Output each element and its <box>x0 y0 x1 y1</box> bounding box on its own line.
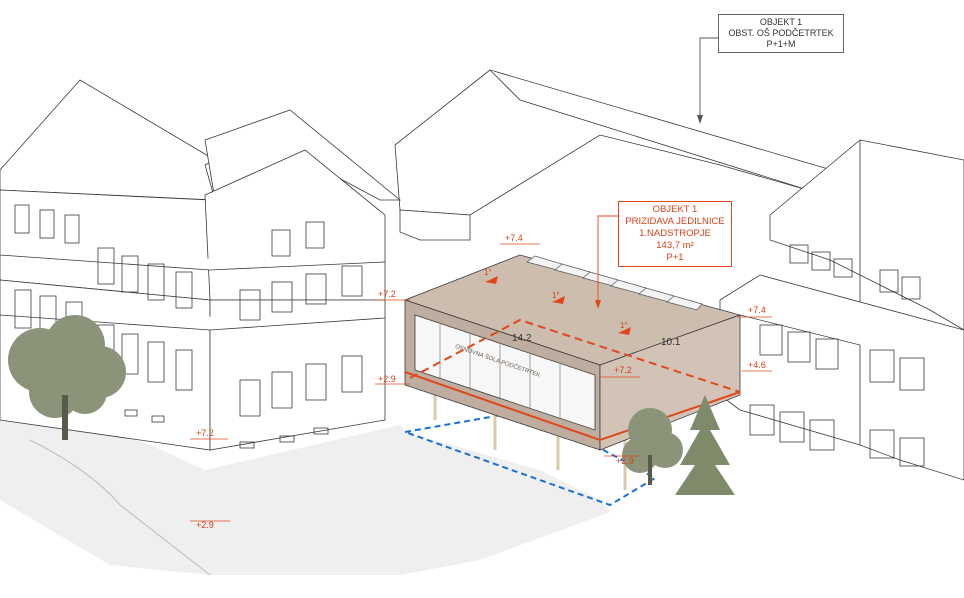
callout-existing-line3: P+1+M <box>766 39 796 49</box>
tree-left <box>8 315 126 440</box>
existing-right-wing <box>719 139 964 481</box>
elevation-label: +7.4 <box>505 233 523 243</box>
tree-right-conifer <box>675 395 735 495</box>
elevation-label: +2.9 <box>196 520 214 530</box>
elevation-label: +4.6 <box>748 360 766 370</box>
callout-leaders <box>595 37 718 309</box>
callout-new-line1: OBJEKT 1 <box>652 204 698 215</box>
roof-slope-label: 1° <box>620 321 628 330</box>
roof-slope-label: 1° <box>552 291 560 300</box>
callout-new-area: 143,7 m² <box>656 240 694 251</box>
callout-existing-line1: OBJEKT 1 <box>759 17 803 27</box>
callout-new-line3: 1.NADSTROPJE <box>639 228 711 239</box>
dimension-depth: 10.1 <box>661 337 681 348</box>
elevation-label: +2.9 <box>378 374 396 384</box>
callout-new-line2: PRIZIDAVA JEDILNICE <box>625 216 725 227</box>
elevation-label: +7.2 <box>378 289 396 299</box>
elevation-label: +7.2 <box>196 428 214 438</box>
callout-new-extension: OBJEKT 1 PRIZIDAVA JEDILNICE 1.NADSTROPJ… <box>618 201 732 267</box>
ground-plane <box>0 392 610 576</box>
existing-school-back <box>394 69 902 241</box>
roof-slope-label: 1° <box>484 268 492 277</box>
dimension-width: 14.2 <box>512 333 532 344</box>
elevation-ticks <box>190 243 772 522</box>
tree-right-deciduous <box>622 408 683 485</box>
ground-footprint-outline <box>401 408 658 507</box>
elevation-label: +7.2 <box>614 365 632 375</box>
elevation-label: +7.4 <box>748 305 766 315</box>
callout-existing-line2: OBST. OŠ PODČETRTEK <box>728 28 834 38</box>
callout-new-line5: P+1 <box>666 252 684 263</box>
elevation-label: +2.9 <box>616 456 634 466</box>
existing-left-building <box>0 79 402 451</box>
callout-existing-building: OBJEKT 1 OBST. OŠ PODČETRTEK P+1+M <box>718 14 844 53</box>
